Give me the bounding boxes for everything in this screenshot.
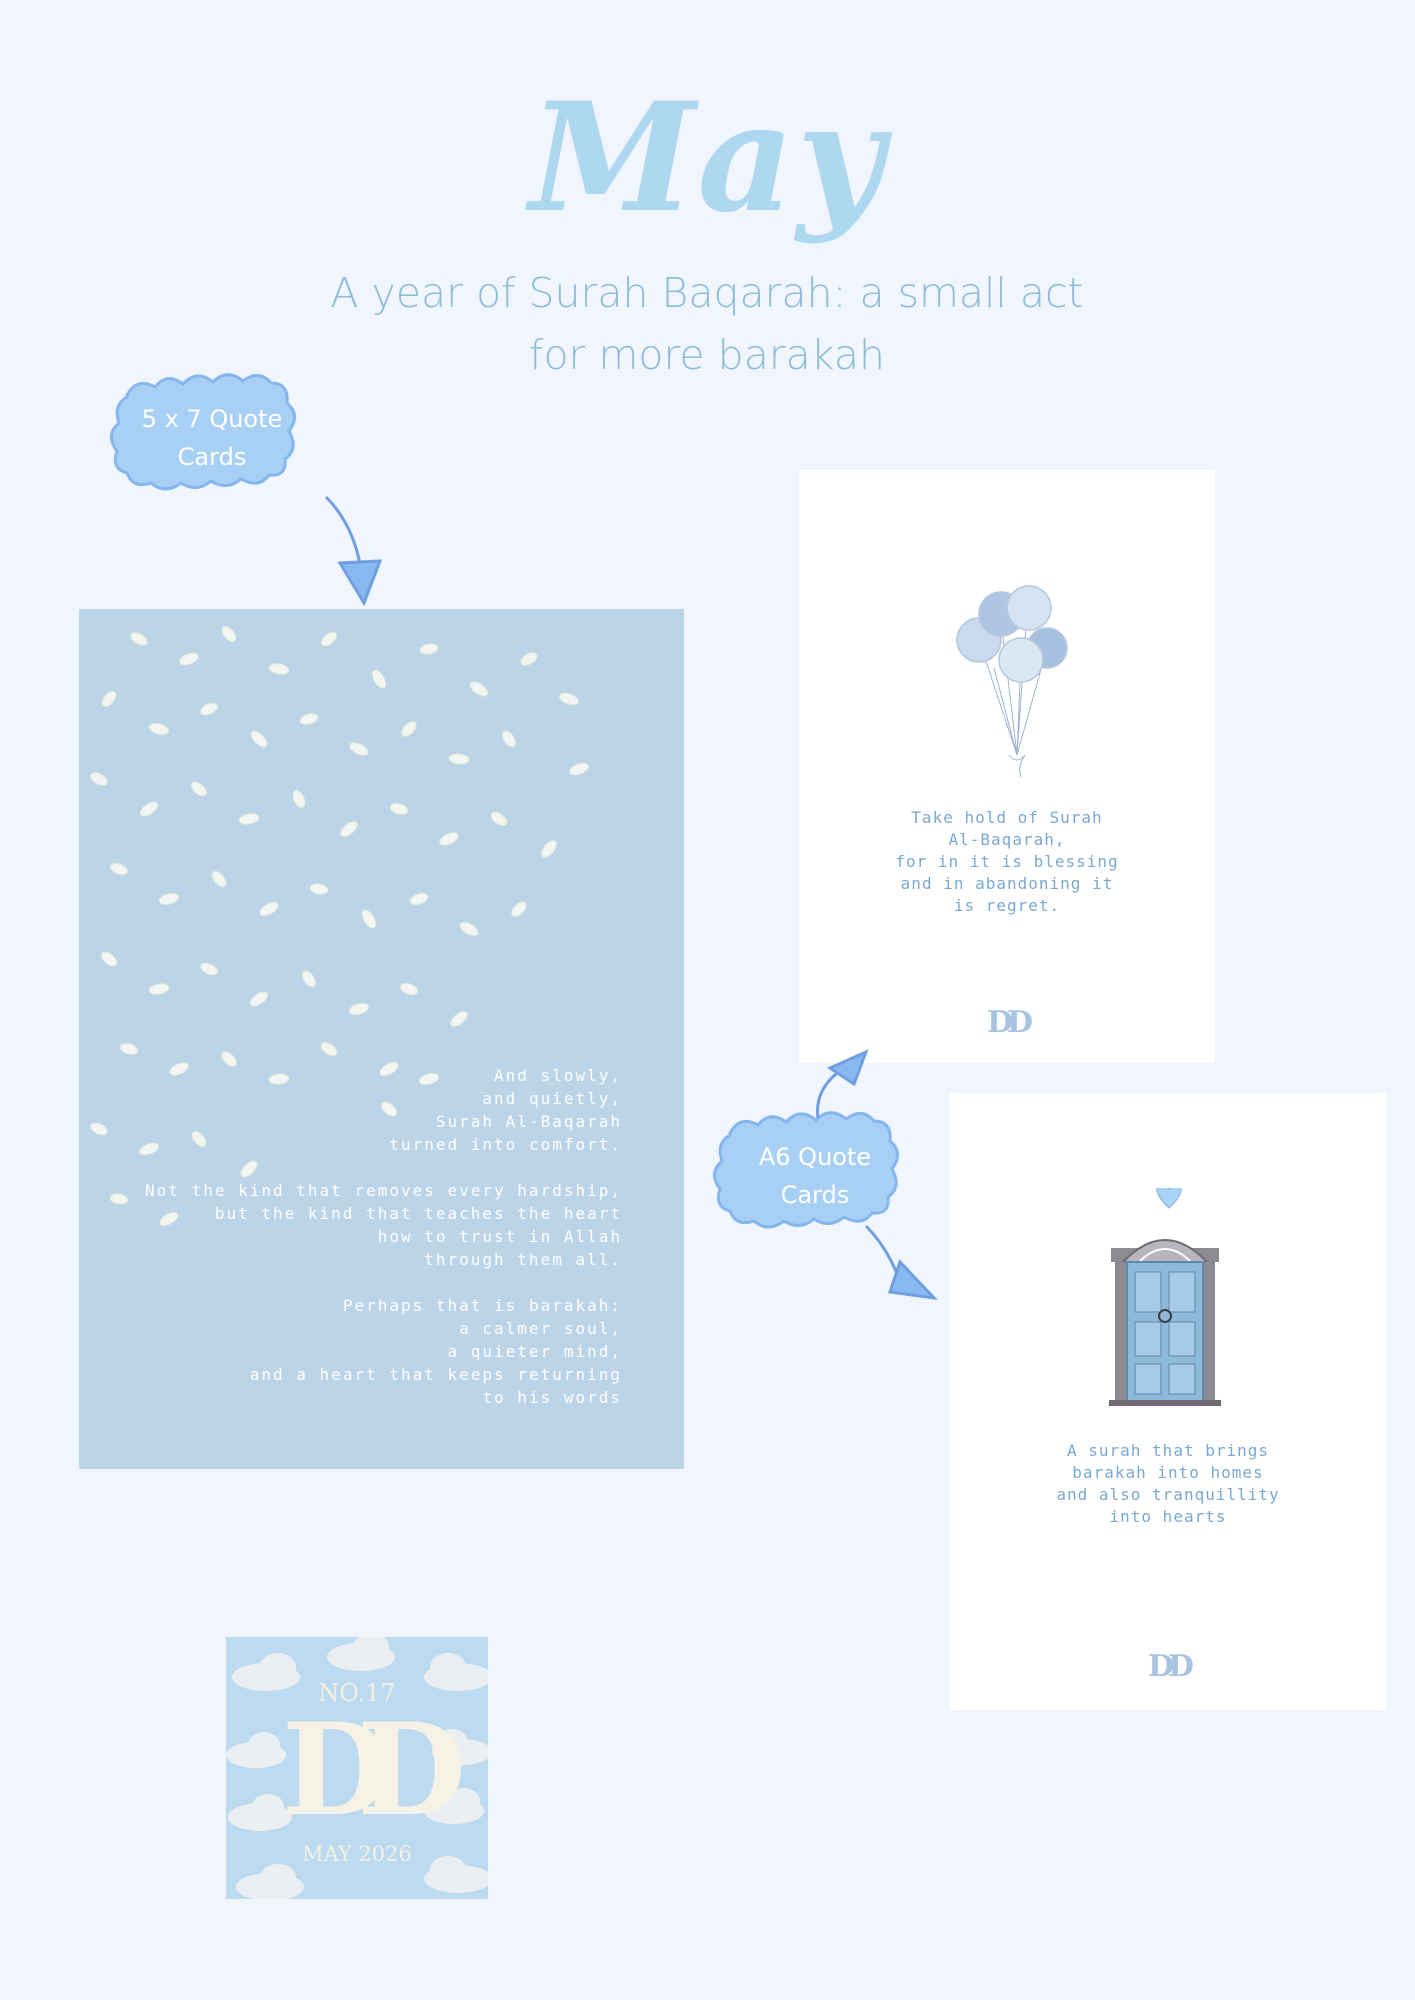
quote-card-5x7: And slowly, and quietly, Surah Al-Baqara… <box>79 609 684 1469</box>
quote-card-a6-door: A surah that brings barakah into homes a… <box>950 1093 1386 1710</box>
petals-illustration <box>90 625 590 1227</box>
arrow-icon <box>864 1224 939 1301</box>
card-5x7-poem: And slowly, and quietly, Surah Al-Baqara… <box>145 1066 622 1407</box>
door-illustration <box>1109 1188 1221 1406</box>
callout-a6-label: A6 Quote Cards <box>758 1143 872 1209</box>
page-subtitle: A year of Surah Baqarah: a small act for… <box>330 269 1084 379</box>
quote-card-a6-balloons: Take hold of Surah Al-Baqarah, for in it… <box>799 470 1215 1063</box>
callout-5x7-quote-cards: 5 x 7 Quote Cards <box>107 370 317 506</box>
page-title: May <box>529 70 886 246</box>
card-a6-top-monogram: DD <box>986 1005 1033 1040</box>
clouds-illustration <box>226 1637 488 1899</box>
edition-badge: NO.17 DD MAY 2026 <box>226 1637 488 1899</box>
callout-5x7-label: 5 x 7 Quote Cards <box>141 405 283 471</box>
badge-number: NO.17 <box>318 1679 396 1707</box>
badge-date: MAY 2026 <box>302 1842 412 1866</box>
card-a6-bottom-monogram: DD <box>1147 1649 1194 1684</box>
arrow-icon <box>816 1049 869 1119</box>
arrow-icon <box>324 495 383 607</box>
balloons-illustration <box>956 585 1068 778</box>
card-a6-top-quote: Take hold of Surah Al-Baqarah, for in it… <box>895 808 1119 915</box>
callout-a6-quote-cards: A6 Quote Cards <box>710 1108 920 1244</box>
card-a6-bottom-quote: A surah that brings barakah into homes a… <box>1056 1441 1280 1526</box>
badge-monogram: DD <box>281 1696 467 1844</box>
